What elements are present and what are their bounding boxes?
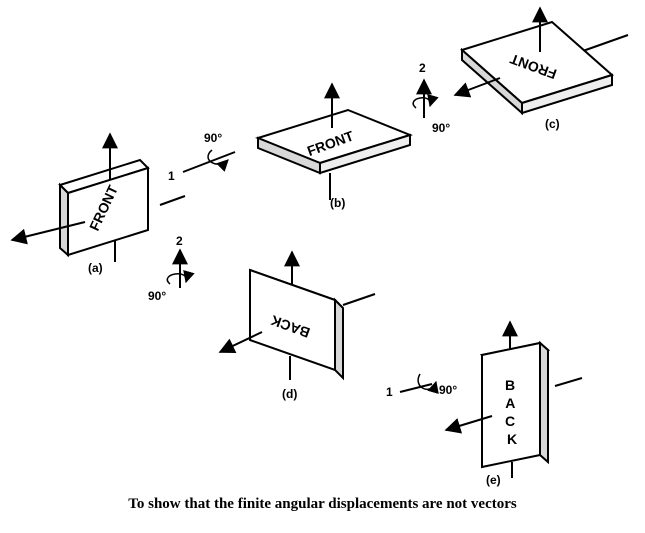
book-b: FRONT (b) [255, 82, 413, 210]
book-d-front-arrow [218, 331, 263, 354]
book-a-label: (a) [88, 261, 103, 275]
rotation-r4: 1 90° [386, 373, 457, 399]
r3-angle: 90° [148, 289, 166, 303]
book-d-spine [334, 297, 344, 381]
book-a-axis1 [159, 195, 186, 206]
book-d-label: (d) [282, 387, 297, 401]
r4-axis [399, 383, 433, 393]
r2-angle: 90° [432, 121, 450, 135]
r3-axis-label: 2 [176, 234, 183, 248]
r2-axis-label: 2 [419, 61, 426, 75]
book-c-label: (c) [545, 117, 560, 131]
book-d: BACK (d) [218, 250, 376, 401]
book-a: FRONT (a) 1 [10, 132, 186, 275]
r1-curl-icon [207, 149, 229, 172]
r1-angle: 90° [204, 131, 222, 145]
book-d-cover [249, 268, 336, 372]
r2-curl-icon [412, 93, 439, 109]
r4-axis-label: 1 [386, 385, 393, 399]
rotation-r3: 2 90° [148, 234, 195, 303]
axis-1-label: 1 [168, 169, 175, 183]
rotation-r2: 2 90° [412, 61, 450, 135]
r1-axis [182, 151, 236, 173]
book-d-axis [342, 293, 376, 306]
r4-curl-icon [417, 373, 439, 395]
book-e: B A C K (e) [444, 320, 583, 487]
book-e-front-arrow [444, 415, 493, 434]
book-a-cover [67, 166, 149, 257]
book-b-label: (b) [330, 196, 345, 210]
book-e-label: (e) [486, 473, 501, 487]
book-c-front-arrow [453, 77, 501, 98]
book-e-spine [539, 340, 549, 465]
book-e-axis [554, 377, 583, 387]
book-c-axis [579, 34, 629, 53]
book-a-front-arrow [10, 221, 86, 245]
book-a-spine [59, 182, 69, 258]
book-e-text: B A C K [505, 377, 519, 447]
r4-angle: 90° [439, 383, 457, 397]
book-e-cover [481, 341, 541, 469]
book-c: FRONT (c) [453, 6, 629, 131]
figure-caption: To show that the finite angular displace… [128, 496, 517, 512]
rotation-r1: 90° [182, 131, 236, 173]
r3-curl-icon [166, 269, 195, 285]
